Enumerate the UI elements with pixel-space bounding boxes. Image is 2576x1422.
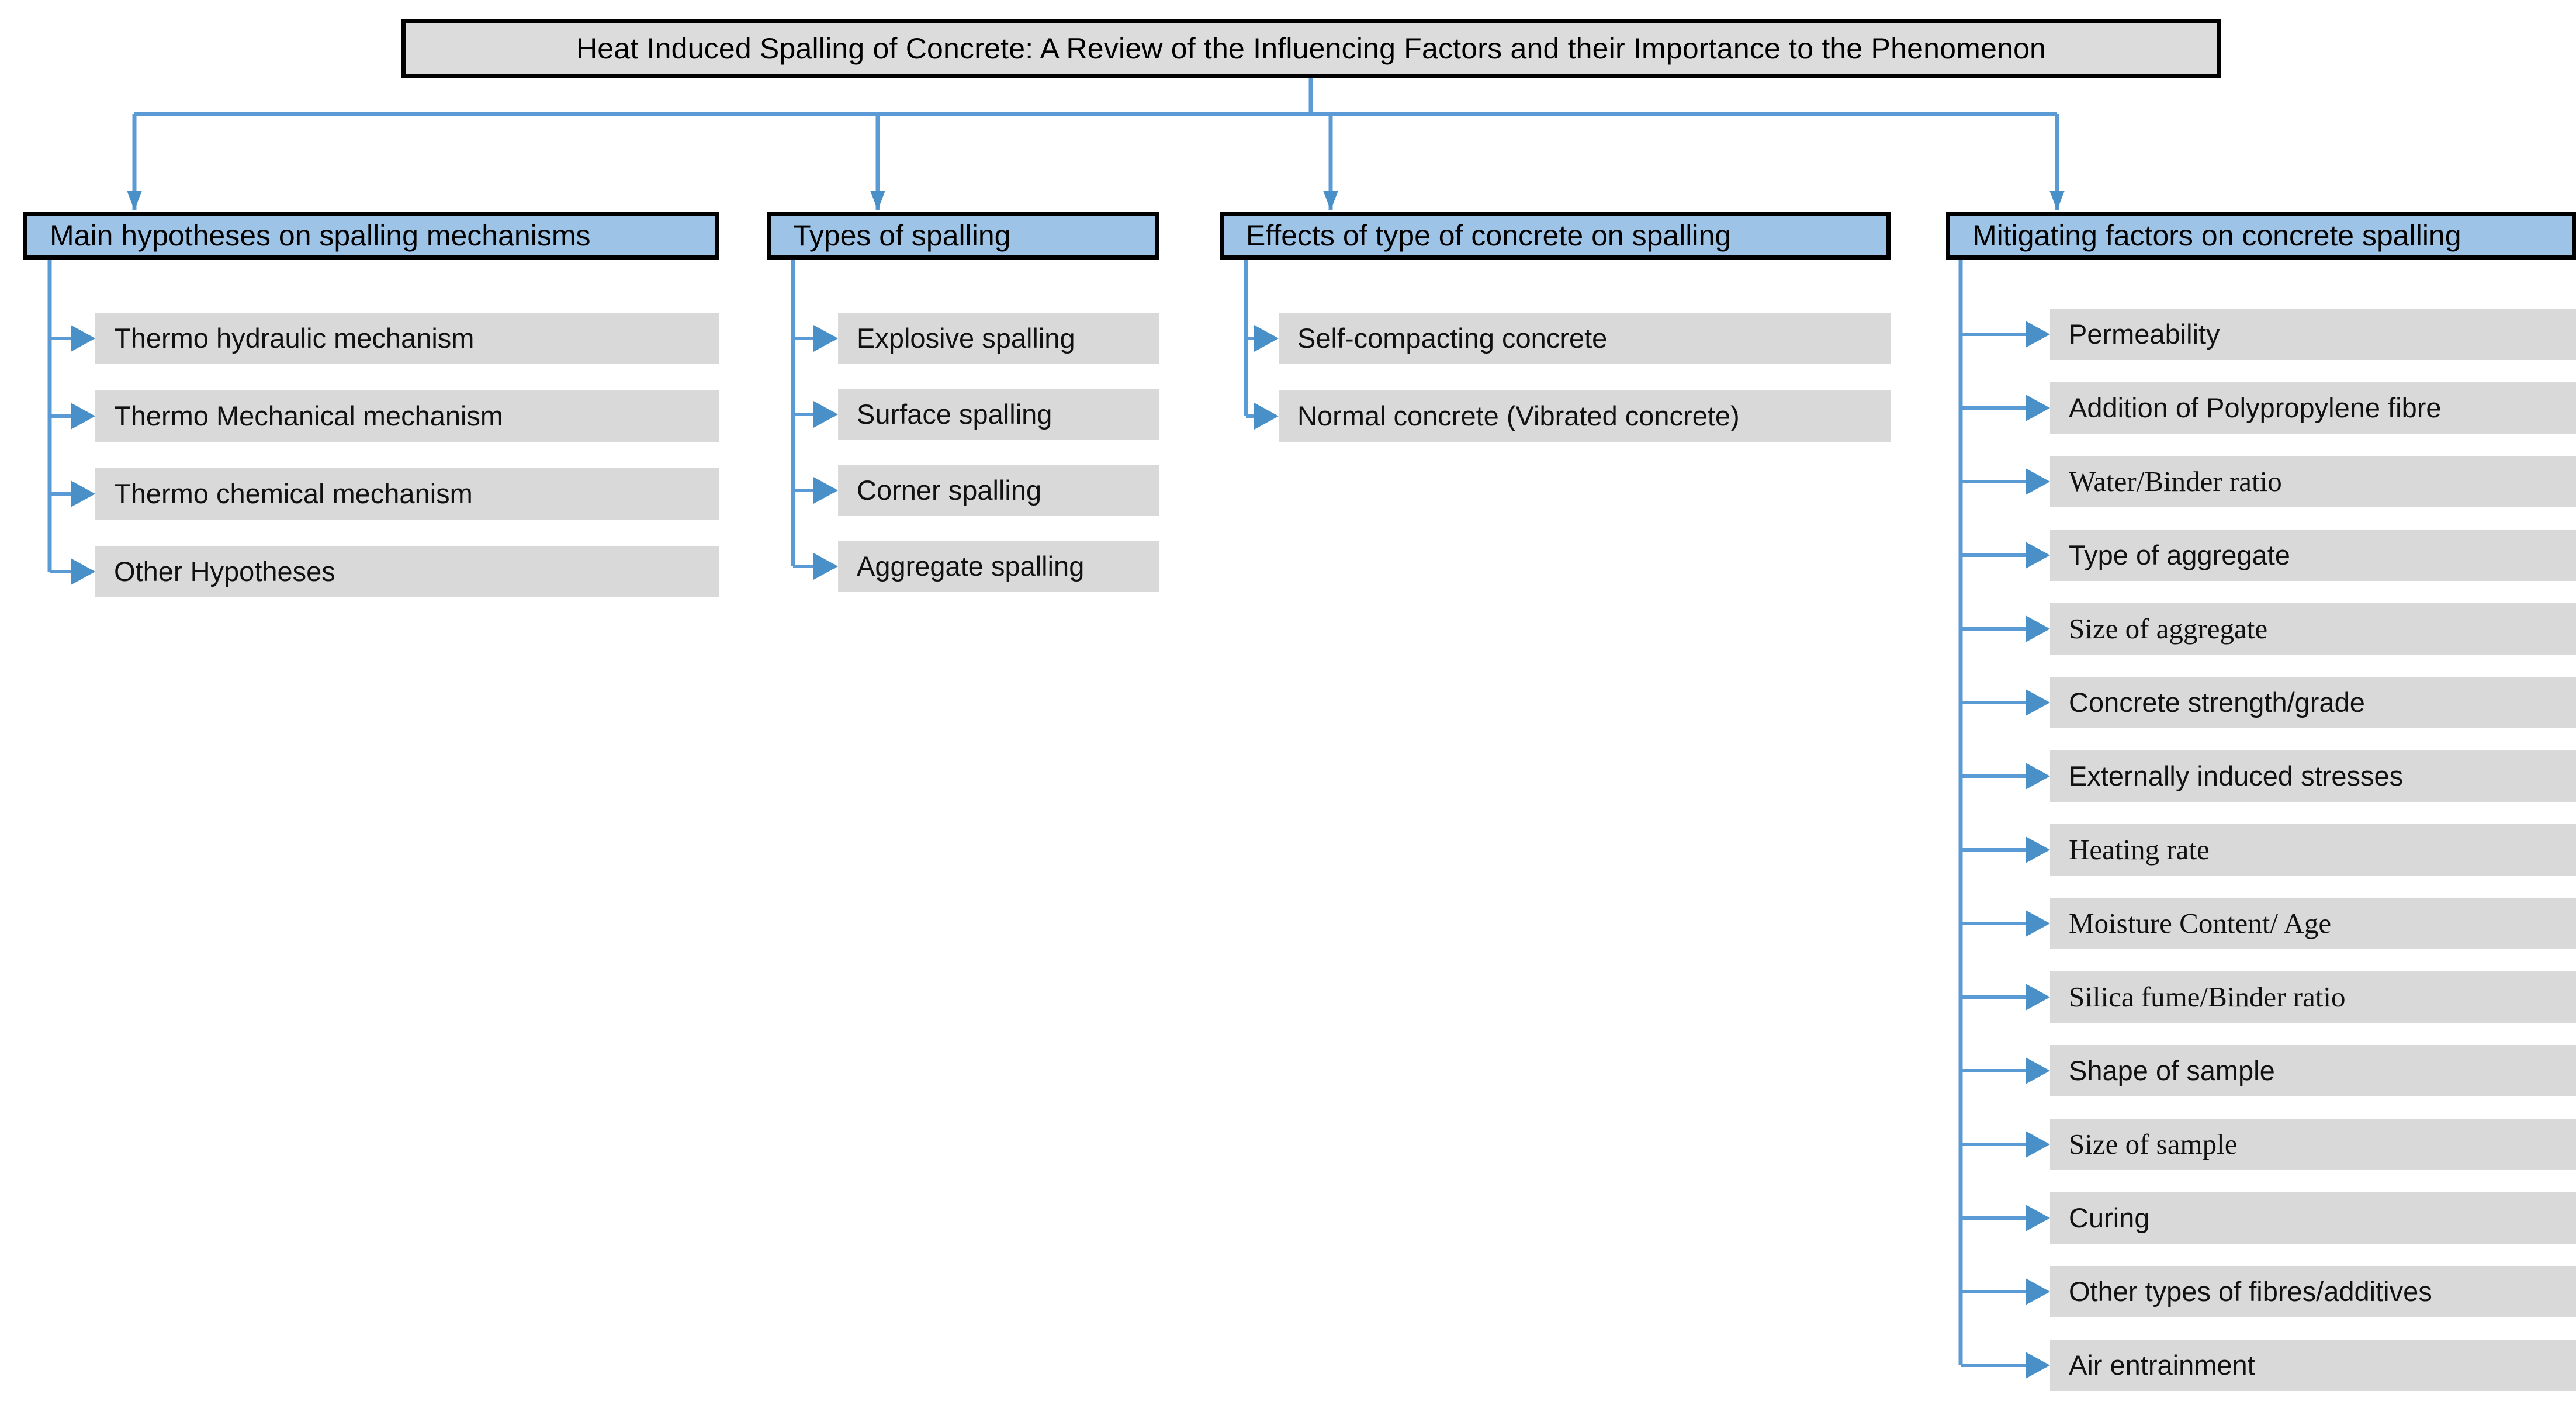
leaf-node-types-of-spalling-2[interactable]: Corner spalling [838, 465, 1159, 516]
leaf-node-label: Heating rate [2069, 833, 2210, 866]
branch-header-mitigating-factors[interactable]: Mitigating factors on concrete spalling [1946, 212, 2576, 260]
leaf-node-label: Surface spalling [857, 399, 1052, 430]
leaf-node-types-of-spalling-0[interactable]: Explosive spalling [838, 313, 1159, 364]
leaf-node-label: Externally induced stresses [2069, 760, 2404, 792]
leaf-arrow-mitigating-factors-7-icon [2026, 836, 2050, 863]
leaf-arrow-mitigating-factors-10-icon [2026, 1057, 2050, 1084]
branch-header-types-of-spalling[interactable]: Types of spalling [767, 212, 1159, 260]
branch-arrow-types-of-spalling-icon [870, 191, 885, 210]
leaf-node-label: Other Hypotheses [114, 556, 335, 587]
leaf-node-label: Moisture Content/ Age [2069, 907, 2332, 940]
leaf-node-mitigating-factors-11[interactable]: Size of sample [2050, 1119, 2576, 1170]
leaf-node-label: Air entrainment [2069, 1350, 2255, 1381]
leaf-node-types-of-spalling-1[interactable]: Surface spalling [838, 389, 1159, 440]
leaf-arrow-types-of-spalling-2-icon [813, 477, 838, 504]
leaf-node-label: Corner spalling [857, 475, 1042, 506]
leaf-node-label: Thermo hydraulic mechanism [114, 323, 475, 354]
leaf-arrow-main-hypotheses-0-icon [71, 325, 95, 352]
leaf-node-effects-of-type-of-concrete-1[interactable]: Normal concrete (Vibrated concrete) [1279, 390, 1891, 442]
branch-header-label: Main hypotheses on spalling mechanisms [50, 219, 591, 252]
leaf-arrow-mitigating-factors-6-icon [2026, 763, 2050, 790]
leaf-node-label: Permeability [2069, 319, 2220, 350]
leaf-node-label: Size of aggregate [2069, 613, 2268, 645]
root-title-text: Heat Induced Spalling of Concrete: A Rev… [576, 32, 2046, 65]
leaf-node-main-hypotheses-3[interactable]: Other Hypotheses [95, 546, 719, 597]
leaf-node-mitigating-factors-1[interactable]: Addition of Polypropylene fibre [2050, 382, 2576, 434]
leaf-arrow-types-of-spalling-1-icon [813, 401, 838, 428]
leaf-node-label: Curing [2069, 1202, 2150, 1234]
branch-header-label: Types of spalling [793, 219, 1011, 252]
branch-arrow-mitigating-factors-icon [2049, 191, 2065, 210]
leaf-node-main-hypotheses-2[interactable]: Thermo chemical mechanism [95, 468, 719, 520]
leaf-node-label: Water/Binder ratio [2069, 465, 2282, 498]
leaf-arrow-mitigating-factors-4-icon [2026, 615, 2050, 642]
leaf-node-label: Concrete strength/grade [2069, 687, 2365, 718]
leaf-arrow-main-hypotheses-2-icon [71, 480, 95, 507]
leaf-node-label: Type of aggregate [2069, 539, 2290, 571]
branch-arrow-main-hypotheses-icon [127, 191, 142, 210]
leaf-arrow-mitigating-factors-11-icon [2026, 1131, 2050, 1158]
leaf-node-mitigating-factors-4[interactable]: Size of aggregate [2050, 603, 2576, 655]
leaf-node-mitigating-factors-10[interactable]: Shape of sample [2050, 1045, 2576, 1096]
leaf-node-label: Other types of fibres/additives [2069, 1276, 2432, 1307]
branch-header-effects-of-type-of-concrete[interactable]: Effects of type of concrete on spalling [1220, 212, 1891, 260]
leaf-arrow-mitigating-factors-0-icon [2026, 321, 2050, 348]
leaf-arrow-mitigating-factors-9-icon [2026, 984, 2050, 1011]
leaf-node-label: Aggregate spalling [857, 551, 1085, 582]
leaf-node-mitigating-factors-2[interactable]: Water/Binder ratio [2050, 456, 2576, 507]
leaf-arrow-types-of-spalling-0-icon [813, 325, 838, 352]
leaf-node-mitigating-factors-14[interactable]: Air entrainment [2050, 1340, 2576, 1391]
leaf-arrow-effects-of-type-of-concrete-0-icon [1254, 325, 1279, 352]
leaf-node-label: Thermo Mechanical mechanism [114, 400, 504, 432]
leaf-node-label: Silica fume/Binder ratio [2069, 981, 2346, 1013]
branch-arrow-effects-of-type-of-concrete-icon [1323, 191, 1338, 210]
leaf-arrow-mitigating-factors-2-icon [2026, 468, 2050, 495]
leaf-node-mitigating-factors-3[interactable]: Type of aggregate [2050, 530, 2576, 581]
leaf-node-mitigating-factors-8[interactable]: Moisture Content/ Age [2050, 898, 2576, 949]
leaf-arrow-mitigating-factors-1-icon [2026, 395, 2050, 421]
leaf-node-label: Explosive spalling [857, 323, 1075, 354]
leaf-arrow-main-hypotheses-1-icon [71, 403, 95, 430]
leaf-node-label: Self-compacting concrete [1297, 323, 1608, 354]
branch-header-label: Mitigating factors on concrete spalling [1972, 219, 2461, 252]
leaf-node-main-hypotheses-0[interactable]: Thermo hydraulic mechanism [95, 313, 719, 364]
leaf-node-mitigating-factors-6[interactable]: Externally induced stresses [2050, 750, 2576, 802]
leaf-arrow-mitigating-factors-3-icon [2026, 542, 2050, 569]
leaf-node-label: Shape of sample [2069, 1055, 2275, 1087]
branch-header-label: Effects of type of concrete on spalling [1246, 219, 1732, 252]
leaf-node-effects-of-type-of-concrete-0[interactable]: Self-compacting concrete [1279, 313, 1891, 364]
leaf-arrow-mitigating-factors-12-icon [2026, 1205, 2050, 1231]
leaf-node-label: Addition of Polypropylene fibre [2069, 392, 2442, 424]
leaf-node-types-of-spalling-3[interactable]: Aggregate spalling [838, 541, 1159, 592]
branch-header-main-hypotheses[interactable]: Main hypotheses on spalling mechanisms [23, 212, 719, 260]
leaf-arrow-mitigating-factors-14-icon [2026, 1352, 2050, 1379]
leaf-node-label: Normal concrete (Vibrated concrete) [1297, 400, 1740, 432]
leaf-node-mitigating-factors-9[interactable]: Silica fume/Binder ratio [2050, 971, 2576, 1023]
leaf-arrow-mitigating-factors-8-icon [2026, 910, 2050, 937]
leaf-node-mitigating-factors-13[interactable]: Other types of fibres/additives [2050, 1266, 2576, 1317]
leaf-node-label: Size of sample [2069, 1128, 2238, 1161]
leaf-node-label: Thermo chemical mechanism [114, 478, 473, 510]
leaf-node-mitigating-factors-12[interactable]: Curing [2050, 1192, 2576, 1244]
leaf-node-mitigating-factors-7[interactable]: Heating rate [2050, 824, 2576, 876]
leaf-arrow-mitigating-factors-13-icon [2026, 1278, 2050, 1305]
leaf-arrow-types-of-spalling-3-icon [813, 553, 838, 580]
leaf-node-mitigating-factors-5[interactable]: Concrete strength/grade [2050, 677, 2576, 728]
leaf-node-main-hypotheses-1[interactable]: Thermo Mechanical mechanism [95, 390, 719, 442]
leaf-arrow-mitigating-factors-5-icon [2026, 689, 2050, 716]
root-title-box: Heat Induced Spalling of Concrete: A Rev… [401, 19, 2221, 78]
leaf-arrow-effects-of-type-of-concrete-1-icon [1254, 403, 1279, 430]
leaf-arrow-main-hypotheses-3-icon [71, 558, 95, 585]
leaf-node-mitigating-factors-0[interactable]: Permeability [2050, 309, 2576, 360]
